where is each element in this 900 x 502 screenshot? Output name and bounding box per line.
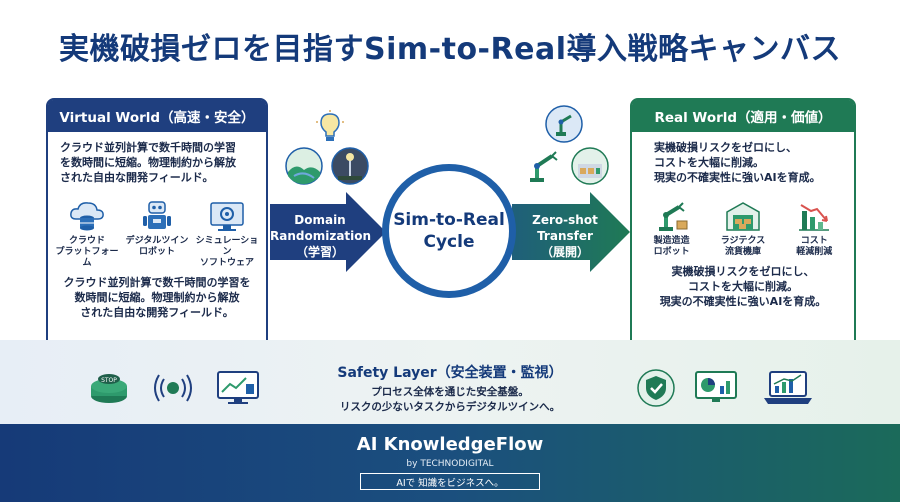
stop-button-icon: STOP xyxy=(91,374,127,403)
sim-to-real-cycle: Sim-to-Real Cycle xyxy=(382,164,516,298)
sensor-icon xyxy=(154,374,192,402)
svg-text:STOP: STOP xyxy=(101,377,117,384)
brand-byline: by TECHNODIGITAL xyxy=(406,459,494,469)
virtual-icon-label: クラウド プラットフォーム xyxy=(55,236,119,268)
real-icon-item: コスト 軽減削減 xyxy=(779,199,849,258)
zero-shot-transfer-arrow xyxy=(512,192,630,272)
virtual-icon-label: デジタルツイン ロボット xyxy=(125,236,189,257)
simulation-monitor-icon xyxy=(210,202,244,231)
cycle-label: Sim-to-Real Cycle xyxy=(393,210,505,252)
robot-icon xyxy=(143,201,171,229)
domain-randomization-arrow xyxy=(270,192,386,272)
real-world-header: Real World（適用・価値） xyxy=(632,100,854,132)
monitor-dashboard-icon xyxy=(217,371,259,404)
virtual-icon-item: クラウド プラットフォーム xyxy=(52,199,122,269)
analytics-monitor-icon xyxy=(695,371,737,402)
robot-arm-icon xyxy=(658,202,688,231)
zero-shot-transfer-label: Zero-shot Transfer （展開） xyxy=(532,213,598,259)
virtual-icon-row: クラウド プラットフォーム デジタルツイン ロボット シミュレー xyxy=(48,185,266,269)
real-icon-label: 製造造造 ロボット xyxy=(653,236,690,257)
real-world-panel: Real World（適用・価値） 実機破損リスクをゼロにし、 コストを大幅に削… xyxy=(630,98,856,356)
street-light-icon xyxy=(331,147,369,185)
virtual-icon-item: デジタルツイン ロボット xyxy=(122,199,192,269)
virtual-world-description: クラウド並列計算で数千時間の学習 を数時間に短縮。物理制約から解放 された自由な… xyxy=(60,141,236,184)
brand-name: AI KnowledgeFlow xyxy=(356,434,544,455)
virtual-world-header: Virtual World（高速・安全） xyxy=(48,100,266,132)
real-icon-label: コスト 軽減削減 xyxy=(796,236,833,257)
cost-down-chart-icon xyxy=(799,204,830,231)
shield-check-icon xyxy=(637,369,675,407)
industrial-robot-icon xyxy=(530,151,558,182)
real-icon-item: ラジテクス 流貨機庫 xyxy=(708,199,778,258)
domain-randomization-label: Domain Randomization （学習） xyxy=(270,213,372,259)
real-icon-row: 製造造造 ロボット ラジテクス 流貨機庫 コスト 軽減削減 xyxy=(632,185,854,258)
safety-layer-description: プロセス全体を通じた安全基盤。 リスクの少ないタスクからデジタルツインへ。 xyxy=(339,386,561,413)
robot-arm-icon xyxy=(545,105,583,143)
safety-layer-title: Safety Layer（安全装置・監視） xyxy=(337,365,563,381)
brand-tagline: AIで 知識をビジネスへ。 xyxy=(360,473,540,490)
virtual-icon-label: シミュレーション ソフトウェア xyxy=(195,236,259,268)
virtual-icon-item: シミュレーション ソフトウェア xyxy=(192,199,262,269)
safety-layer-band xyxy=(0,340,900,424)
lightbulb-icon xyxy=(316,110,344,141)
real-world-description: 実機破損リスクをゼロにし、 コストを大幅に削減。 現実の不確実性に強いAIを育成… xyxy=(654,141,821,184)
page-title: 実機破損ゼロを目指すSim-to-Real導入戦略キャンバス xyxy=(59,32,841,67)
factory-floor-icon xyxy=(571,147,609,185)
real-icon-item: 製造造造 ロボット xyxy=(637,199,707,258)
real-world-summary: 実機破損リスクをゼロにし、 コストを大幅に削減。 現実の不確実性に強いAIを育成… xyxy=(659,265,827,308)
warehouse-icon xyxy=(726,202,760,231)
cloud-server-icon xyxy=(70,202,104,231)
laptop-chart-icon xyxy=(764,371,812,404)
virtual-world-summary: クラウド並列計算で数千時間の学習を 数時間に短縮。物理制約から解放 された自由な… xyxy=(63,276,251,319)
virtual-world-panel: Virtual World（高速・安全） クラウド並列計算で数千時間の学習 を数… xyxy=(46,98,268,356)
real-icon-label: ラジテクス 流貨機庫 xyxy=(720,236,766,257)
landscape-icon xyxy=(285,147,323,185)
